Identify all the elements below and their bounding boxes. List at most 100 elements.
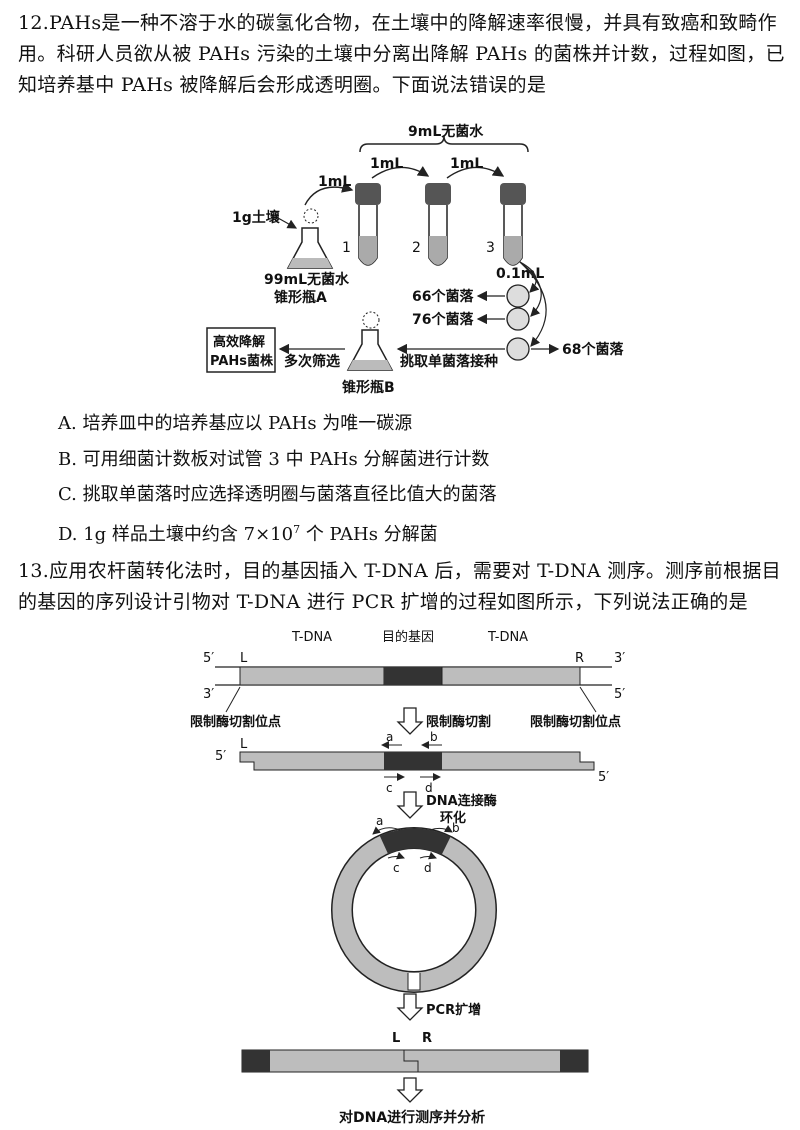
petri-dish-1: [506, 284, 530, 308]
soil-arrow: [277, 217, 298, 229]
primer-b-label: b: [430, 730, 438, 744]
question-13: 13.应用农杆菌转化法时，目的基因插入 T-DNA 后，需要对 T-DNA 测序…: [18, 556, 788, 618]
transfer-arrow-1-2: [371, 165, 430, 179]
top-3prime-label: 3′: [614, 651, 625, 666]
product-R-label: R: [422, 1031, 432, 1046]
transfer-label-3: 1mL: [450, 156, 483, 172]
pcr-step-label: PCR扩增: [426, 1002, 481, 1018]
plasmid-ring: [332, 828, 496, 992]
flask-b-name-label: 锥形瓶B: [342, 379, 395, 396]
top-5prime-label: 5′: [203, 651, 214, 666]
pcr-product-left-gene: [242, 1050, 270, 1072]
primer-a-ring-arrow: [372, 826, 401, 835]
flask-a: [286, 208, 334, 269]
option-d[interactable]: D. 1g 样品土壤中约含 7×107 个 PAHs 分解菌: [58, 517, 438, 548]
pick-label: 挑取单菌落接种: [400, 353, 498, 370]
sterile-water-label: 9mL无菌水: [408, 123, 484, 140]
final-step-label: 对DNA进行测序并分析: [339, 1109, 485, 1126]
colonies-76-label: 76个菌落: [412, 311, 474, 328]
question-12-number: 12.: [18, 12, 50, 34]
option-d-prefix: D. 1g 样品土壤中约含 7×10: [58, 524, 294, 545]
down-arrow-icon: [396, 707, 424, 735]
tdna-left-label: T-DNA: [291, 630, 332, 645]
question-13-stem: 应用农杆菌转化法时，目的基因插入 T-DNA 后，需要对 T-DNA 测序。测序…: [18, 560, 781, 613]
tdna-left-segment: [239, 666, 385, 686]
product-L-label: L: [392, 1031, 400, 1046]
test-tube-3: [500, 183, 526, 266]
result-box: [206, 327, 276, 373]
primer-a-label: a: [386, 730, 393, 744]
primer-d-ring-label: d: [424, 861, 432, 875]
transfer-label-1: 1mL: [318, 174, 351, 190]
brace: [359, 135, 529, 153]
primer-c-ring-arrow: [387, 851, 405, 860]
fragment-5prime-right: 5′: [598, 770, 609, 785]
tdna-right-label: T-DNA: [487, 630, 528, 645]
plasmid-gene-segment: [379, 828, 451, 856]
option-d-exponent: 7: [293, 523, 301, 536]
result-line-2: PAHs菌株: [210, 353, 274, 369]
transfer-label-2: 1mL: [370, 156, 403, 172]
ligase-line-1: DNA连接酶: [426, 793, 497, 809]
primer-b-ring-arrow: [429, 824, 453, 833]
primer-d-ring-arrow: [419, 851, 437, 860]
cut-site-left-label: 限制酶切割位点: [190, 714, 281, 730]
tdna-right-segment: [441, 666, 581, 686]
test-tube-1: [355, 183, 381, 266]
fragment-L-label: L: [240, 737, 248, 752]
target-gene-segment: [384, 667, 442, 685]
petri-dish-2: [506, 307, 530, 331]
petri-dish-3: [506, 337, 530, 361]
pcr-product-junction: [403, 1050, 419, 1072]
fragment-5prime-left: 5′: [215, 749, 226, 764]
question-12: 12.PAHs是一种不溶于水的碳氢化合物，在土壤中的降解速率很慢，并具有致癌和致…: [18, 8, 788, 101]
flask-a-name-label: 锥形瓶A: [274, 289, 327, 306]
primer-b-ring-label: b: [452, 821, 460, 835]
figure-13: T-DNA 目的基因 T-DNA 5′ L R 3′ 3′ 5′ 限制酶切割位点…: [190, 629, 625, 1126]
target-gene-label: 目的基因: [382, 629, 434, 645]
primer-c-ring-label: c: [393, 861, 400, 875]
bottom-3prime-label: 3′: [203, 687, 214, 702]
cut-site-right-pointer: [579, 686, 597, 713]
option-b[interactable]: B. 可用细菌计数板对试管 3 中 PAHs 分解菌进行计数: [58, 449, 490, 470]
primer-d-label: d: [425, 781, 433, 795]
figure-12: 9mL无菌水 1 2 3 1mL 1mL: [206, 123, 624, 396]
ligase-line-2: 环化: [440, 810, 466, 826]
down-arrow-icon: [396, 1077, 424, 1103]
flask-b: [346, 311, 394, 371]
tube-2-label: 2: [412, 240, 421, 256]
bottom-5prime-label: 5′: [614, 687, 625, 702]
tube-3-label: 3: [486, 240, 495, 256]
result-line-1: 高效降解: [213, 334, 265, 350]
down-arrow-icon: [396, 791, 424, 819]
down-arrow-icon: [396, 993, 424, 1021]
option-d-suffix: 个 PAHs 分解菌: [300, 524, 438, 545]
question-13-number: 13.: [18, 560, 50, 582]
cut-site-right-label: 限制酶切割位点: [530, 714, 621, 730]
cut-site-left-pointer: [225, 686, 241, 713]
tube-1-label: 1: [342, 240, 351, 256]
test-tube-2: [425, 183, 451, 266]
soil-label: 1g土壤: [232, 209, 281, 226]
flask-a-water-label: 99mL无菌水: [264, 271, 350, 288]
cut-step-label: 限制酶切割: [426, 714, 491, 730]
colonies-66-label: 66个菌落: [412, 288, 474, 305]
plating-arrow-3: [519, 261, 547, 347]
colonies-68-label: 68个菌落: [562, 341, 624, 358]
plating-volume-label: 0.1mL: [496, 266, 544, 282]
pcr-product-right-gene: [560, 1050, 588, 1072]
transfer-arrow-2-3: [446, 165, 505, 179]
option-c[interactable]: C. 挑取单菌落时应选择透明圈与菌落直径比值大的菌落: [58, 484, 497, 505]
option-a[interactable]: A. 培养皿中的培养基应以 PAHs 为唯一碳源: [58, 413, 413, 434]
question-12-stem: PAHs是一种不溶于水的碳氢化合物，在土壤中的降解速率很慢，并具有致癌和致畸作用…: [18, 12, 785, 96]
plasmid-junction: [407, 973, 421, 991]
top-R-label: R: [575, 651, 584, 666]
top-L-label: L: [240, 651, 248, 666]
screen-label: 多次筛选: [284, 353, 340, 370]
plating-arrow-1: [519, 261, 540, 293]
primer-a-ring-label: a: [376, 814, 383, 828]
primer-c-label: c: [386, 781, 393, 795]
transfer-arrow-flask-tube1: [304, 181, 354, 206]
fragment-gene-segment: [384, 752, 442, 770]
